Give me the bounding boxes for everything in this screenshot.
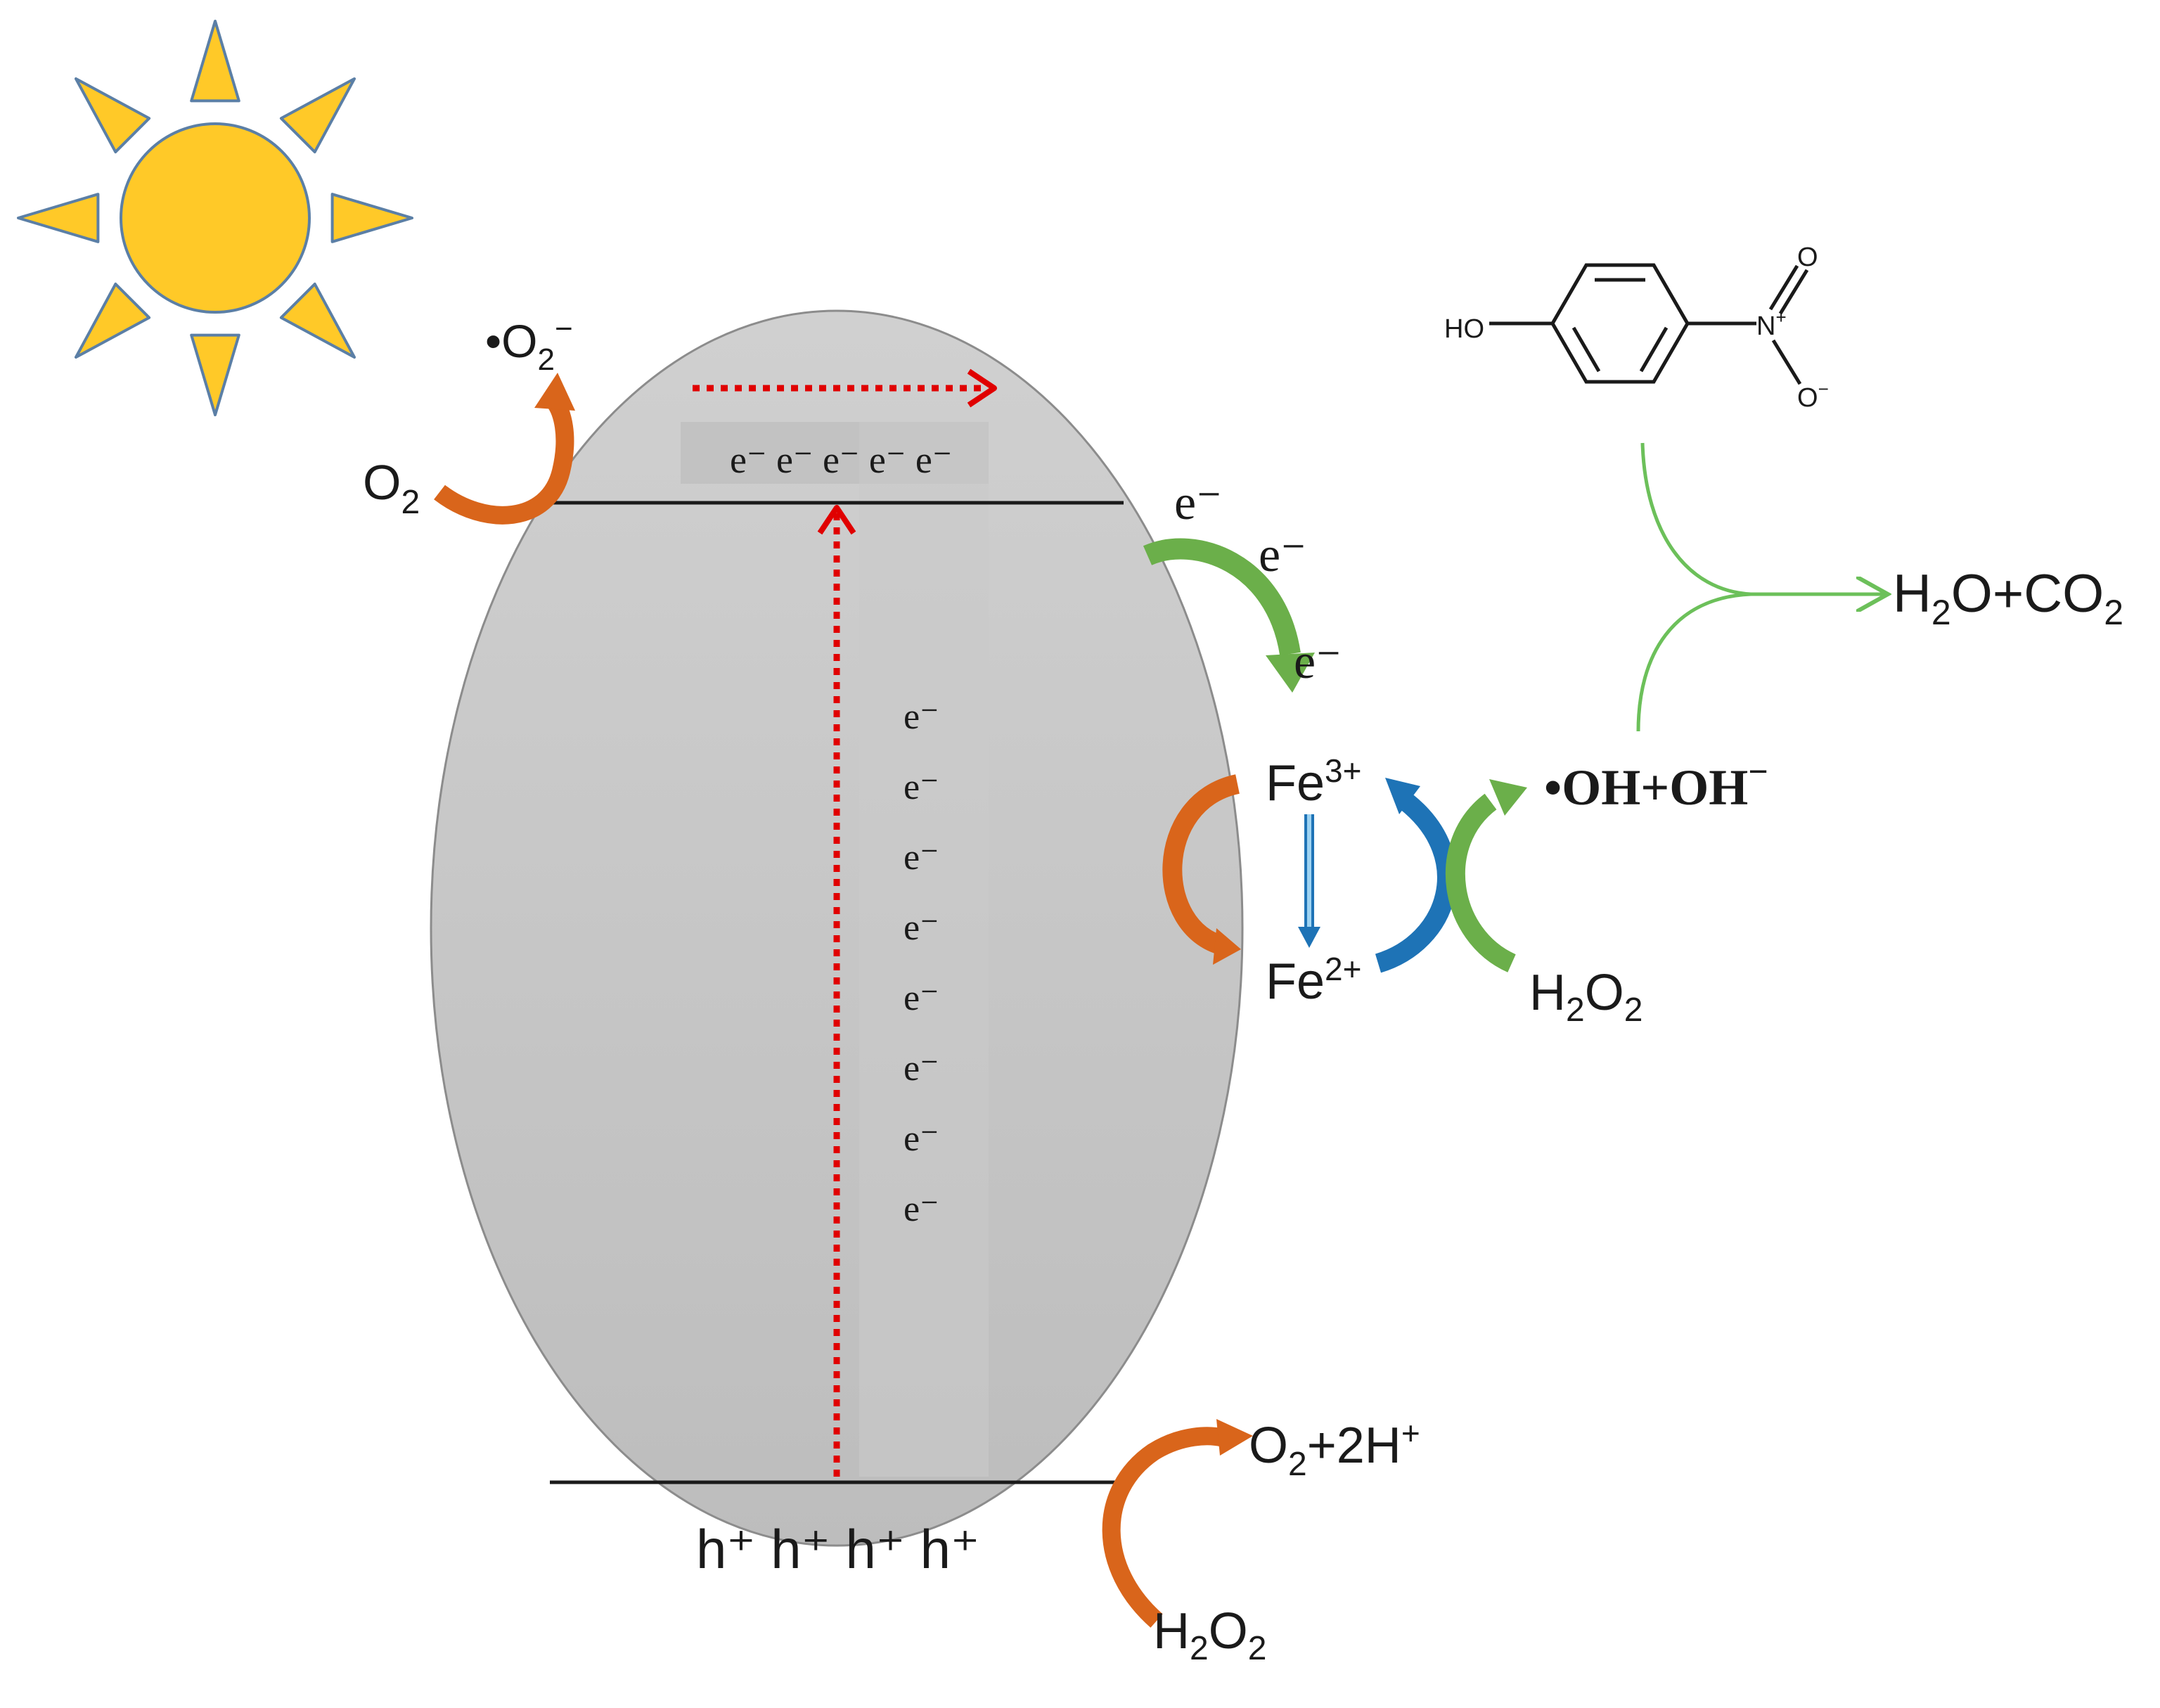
fe3-label: Fe3+ [1266, 752, 1361, 811]
h2o2-oxidation-arrow-head [1216, 1419, 1253, 1456]
h2o2-fenton-label: H2O2 [1529, 965, 1642, 1029]
o2-label: O2 [363, 455, 420, 521]
radicals-label: •OH+OH− [1544, 752, 1768, 816]
transfer-electron-2: e⁻ [1259, 528, 1306, 582]
fe2-label: Fe2+ [1266, 951, 1361, 1010]
electron-column: e⁻ e⁻ e⁻ e⁻ e⁻ e⁻ e⁻ e⁻ [904, 697, 939, 1229]
h2o2-vb-label: H2O2 [1153, 1603, 1266, 1667]
column-electron: e⁻ [904, 908, 939, 948]
superoxide-label: •O2− [485, 312, 573, 377]
sun-ray [75, 77, 151, 154]
electron-flow-arrow-head [967, 368, 997, 408]
column-electron: e⁻ [904, 1119, 939, 1159]
column-electron: e⁻ [904, 1048, 939, 1089]
degradation-arrow-bottom [1636, 592, 1751, 732]
vb-oxidation-product-label: O2+2H+ [1249, 1415, 1420, 1483]
p-nitrophenol-molecule [1489, 263, 1809, 385]
h2o2-decomposition-green-arrow [1445, 793, 1517, 972]
column-electron: e⁻ [904, 767, 939, 807]
sun-ray [279, 282, 356, 359]
sun-ray [75, 282, 151, 359]
excitation-arrow-vertical-head [817, 505, 856, 535]
column-electron: e⁻ [904, 837, 939, 878]
column-electron: e⁻ [904, 697, 939, 737]
sun-ray [330, 193, 413, 243]
molecule-o-bottom-label: O− [1797, 378, 1829, 413]
electron-transfer-arrow-head [1266, 653, 1315, 693]
sun-disc [120, 122, 311, 314]
mineralization-products-label: H2O+CO2 [1893, 564, 2123, 632]
fe3-to-fe2-arrow-head [1298, 927, 1320, 948]
fe2-oxidation-blue-arrow [1375, 794, 1457, 973]
electron-column-highlight [859, 422, 989, 1477]
fe-reduction-orange-arrow [1162, 774, 1240, 956]
electron-transfer-arrow [1143, 538, 1301, 656]
sun-ray [279, 77, 356, 154]
column-electron: e⁻ [904, 978, 939, 1018]
molecule-ho-label: HO [1444, 314, 1484, 344]
sun-icon [17, 20, 413, 416]
column-electron: e⁻ [904, 1189, 939, 1229]
fe2-oxidation-blue-arrow-head [1385, 778, 1420, 814]
cb-electrons-label: e⁻ e⁻ e⁻ e⁻ e⁻ [730, 439, 952, 481]
molecule-n-label: N+ [1756, 307, 1787, 341]
o2-reduction-arrow [434, 394, 574, 525]
h2o2-oxidation-arrow [1102, 1427, 1226, 1628]
transfer-electron-3: e⁻ [1294, 635, 1342, 689]
transfer-electron-1: e⁻ [1174, 476, 1222, 530]
o2-reduction-arrow-head [534, 373, 575, 411]
molecule-o-top-label: O [1797, 243, 1818, 272]
sun-ray [17, 193, 100, 243]
fe-reduction-orange-arrow-head [1213, 928, 1241, 965]
h2o2-decomposition-green-arrow-head [1489, 779, 1527, 816]
sun-ray [190, 333, 240, 416]
degradation-arrow-top [1640, 442, 1751, 596]
holes-label: h⁺ h⁺ h⁺ h⁺ [696, 1518, 979, 1580]
sun-ray [190, 20, 240, 103]
